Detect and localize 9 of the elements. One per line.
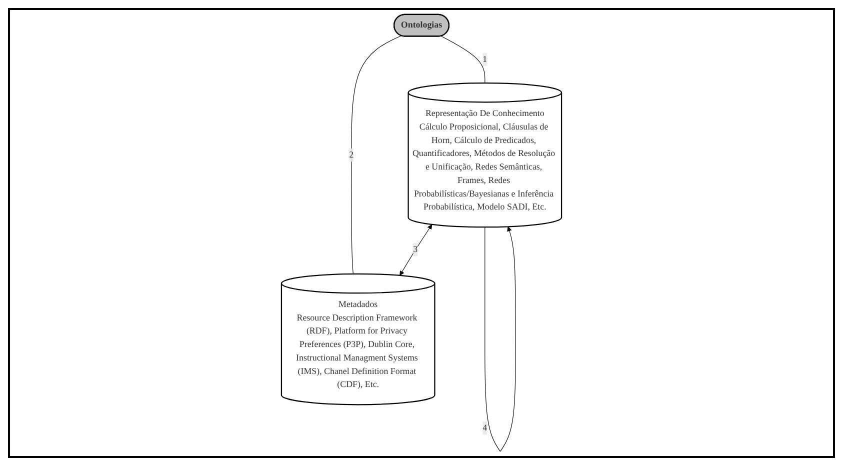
arrow <box>484 226 516 452</box>
connector <box>351 35 402 274</box>
connector <box>440 36 486 84</box>
arrow <box>400 224 432 276</box>
diagram-frame: 1 2 3 4 Ontologias Representação De Conhecimento Cálculo Proposicional, Cláusulas de Horn, Cálculo de Predicados, Quantificadores, Métodos de Resolução e Unificação, Redes Semânticas, Frames, Redes Probabilísticas/Bayesianas e Inferência Probabilística, Modelo SADI, Etc. Metadados Resource Description Framework (RDF), Platform for Privacy Preferences (P3P), Dublin Core, Instructional Managment Systems (IMS), Chanel Definition Format (CDF), Etc. <box>8 8 835 458</box>
edge-label: 2 <box>349 150 354 160</box>
edge-label: 3 <box>413 244 418 254</box>
edge-label: 1 <box>482 54 488 64</box>
edge-label: 4 <box>482 423 488 433</box>
